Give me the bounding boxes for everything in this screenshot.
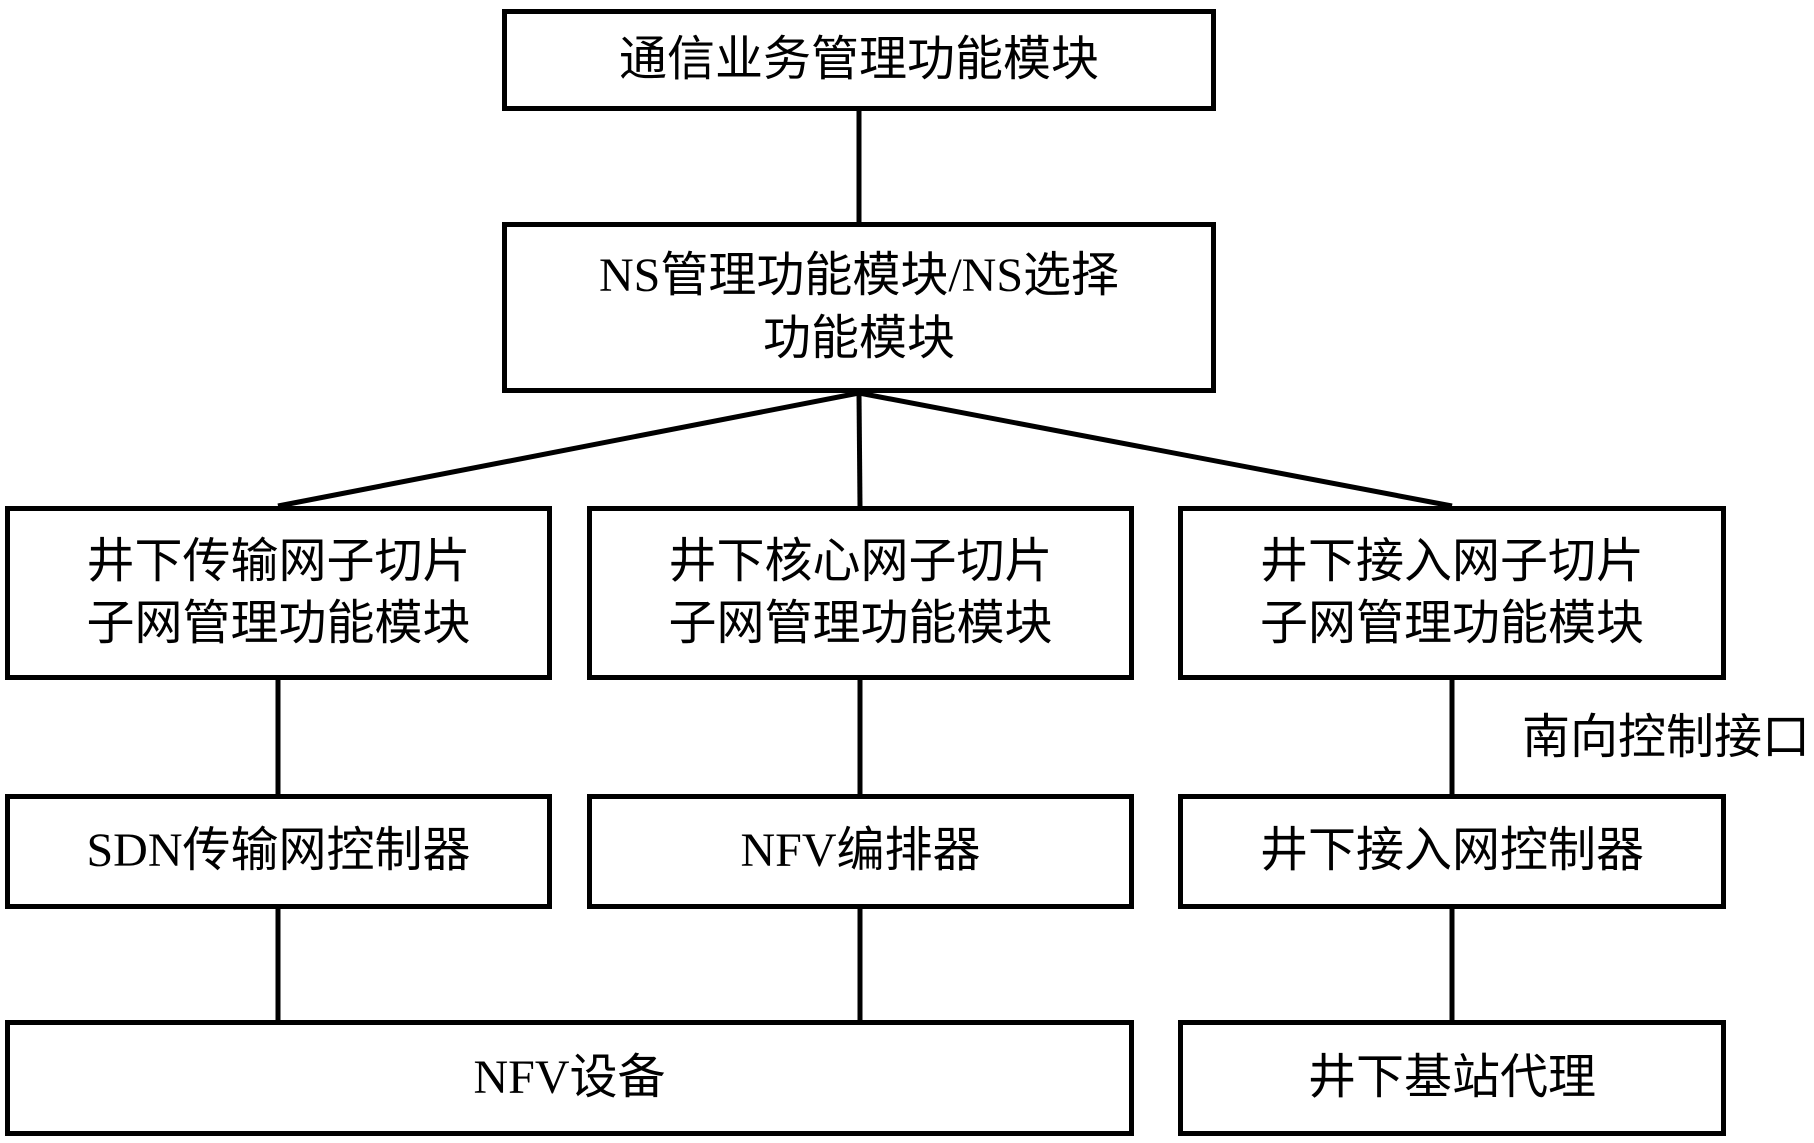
node-sdn-transport-controller: SDN传输网控制器 (5, 794, 552, 909)
node-core-subnet-slice-mgmt-module: 井下核心网子切片 子网管理功能模块 (587, 506, 1134, 680)
node-access-subnet-slice-mgmt-module: 井下接入网子切片 子网管理功能模块 (1178, 506, 1726, 680)
node-downhole-access-network-controller: 井下接入网控制器 (1178, 794, 1726, 909)
node-downhole-base-station-agent: 井下基站代理 (1178, 1020, 1726, 1136)
node-ns-mgmt-selection-module: NS管理功能模块/NS选择 功能模块 (502, 222, 1216, 393)
node-comm-service-mgmt-module: 通信业务管理功能模块 (502, 9, 1216, 111)
node-nfv-device: NFV设备 (5, 1020, 1134, 1136)
node-transport-subnet-slice-mgmt-module: 井下传输网子切片 子网管理功能模块 (5, 506, 552, 680)
label-southbound-control-interface: 南向控制接口 (1521, 711, 1810, 764)
node-nfv-orchestrator: NFV编排器 (587, 794, 1134, 909)
